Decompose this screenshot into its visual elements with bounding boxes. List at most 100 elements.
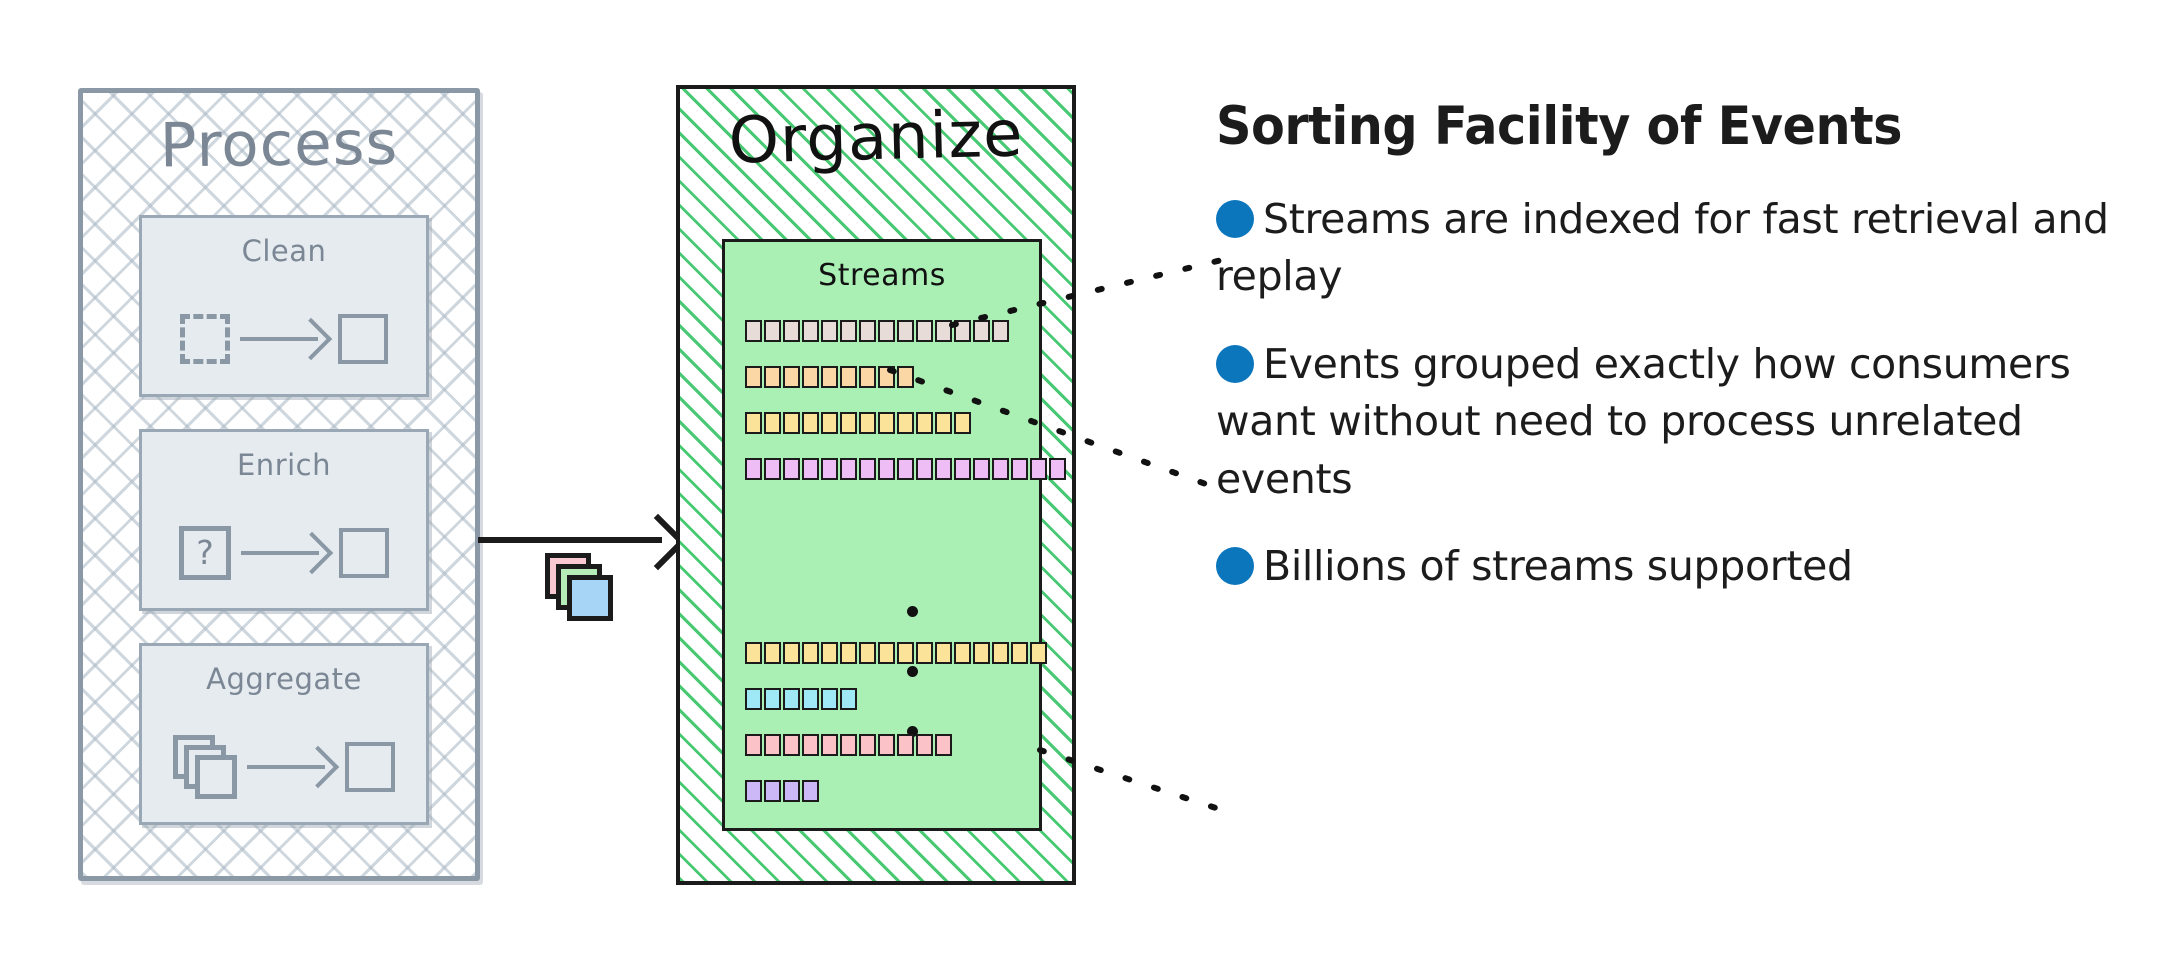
stream-segment (802, 320, 819, 342)
info-bullet-text: Streams are indexed for fast retrieval a… (1216, 195, 2109, 301)
stream-segment (1011, 642, 1028, 664)
stream-segment (916, 412, 933, 434)
stream-segment (840, 642, 857, 664)
stream-segment (992, 458, 1009, 480)
stream-segment (916, 642, 933, 664)
bullet-dot-icon (1216, 344, 1254, 383)
stream-row-1[interactable] (745, 320, 1009, 342)
stream-segment (1011, 458, 1028, 480)
arrow-right-icon (247, 750, 335, 784)
stream-segment (840, 458, 857, 480)
bullet-dot-icon (1216, 200, 1254, 238)
stream-segment (802, 458, 819, 480)
stream-segment (840, 366, 857, 388)
page-title: Sorting Facility of Events (1216, 96, 1903, 157)
stream-segment (878, 458, 895, 480)
stream-segment (878, 366, 895, 388)
stream-segment (802, 688, 819, 710)
stream-segment (897, 320, 914, 342)
process-panel-title: Process (159, 107, 399, 182)
stream-segment (764, 780, 781, 802)
stream-row-2[interactable] (745, 366, 914, 388)
process-stage-aggregate[interactable]: Aggregate (139, 643, 429, 825)
stream-row-7[interactable] (745, 734, 952, 756)
stream-segment (821, 412, 838, 434)
stream-segment (821, 320, 838, 342)
stream-segment (764, 412, 781, 434)
info-bullet-item: Events grouped exactly how consumers wan… (1216, 336, 2146, 508)
stream-segment (783, 780, 800, 802)
stream-segment (992, 320, 1009, 342)
stream-segment (954, 320, 971, 342)
stream-segment (878, 642, 895, 664)
process-stage-label: Enrich (236, 448, 331, 482)
stream-segment (821, 458, 838, 480)
stream-segment (935, 412, 952, 434)
stream-segment (897, 366, 914, 388)
stream-segment (916, 320, 933, 342)
process-stage-clean[interactable]: Clean (139, 215, 429, 397)
stream-row-3[interactable] (745, 412, 971, 434)
stream-segment (764, 734, 781, 756)
stream-segment (954, 412, 971, 434)
stream-segment (783, 642, 800, 664)
bullet-dot-icon (1216, 546, 1254, 585)
stream-segment (916, 734, 933, 756)
stream-segment (783, 366, 800, 388)
info-bullet-text: Billions of streams supported (1263, 541, 1853, 590)
stream-segment (745, 412, 762, 434)
process-panel: Process Clean Enrich ? Aggregate (78, 88, 480, 881)
info-bullet-item: Billions of streams supported (1216, 538, 2146, 595)
stream-segment (783, 458, 800, 480)
stream-segment (1030, 642, 1047, 664)
info-column: Sorting Facility of Events Streams are i… (1216, 96, 2146, 625)
stream-segment (916, 458, 933, 480)
stream-segment (859, 642, 876, 664)
payload-card (567, 575, 613, 621)
stream-segment (821, 688, 838, 710)
stream-segment (859, 412, 876, 434)
stream-segment (840, 320, 857, 342)
stream-segment (935, 734, 952, 756)
stream-row-5[interactable] (745, 642, 1047, 664)
stream-row-8[interactable] (745, 780, 819, 802)
stream-segment (802, 366, 819, 388)
stream-segment (1030, 458, 1047, 480)
stacked-squares-icon (173, 735, 237, 799)
stream-segment (764, 366, 781, 388)
stream-segment (745, 458, 762, 480)
stream-segment (802, 412, 819, 434)
stream-segment (878, 734, 895, 756)
process-stage-label: Clean (241, 234, 327, 268)
stream-segment (802, 642, 819, 664)
vertical-ellipsis-icon (907, 606, 921, 737)
stream-segment (973, 320, 990, 342)
stream-segment (821, 366, 838, 388)
stream-segment (745, 366, 762, 388)
stream-segment (745, 688, 762, 710)
stream-segment (764, 320, 781, 342)
stream-segment (745, 734, 762, 756)
organize-panel-title: Organize (727, 97, 1025, 179)
square-icon (339, 528, 389, 578)
stream-segment (783, 688, 800, 710)
stream-segment (745, 780, 762, 802)
stream-row-6[interactable] (745, 688, 857, 710)
stream-segment (935, 320, 952, 342)
stream-segment (897, 458, 914, 480)
stream-segment (878, 320, 895, 342)
process-stage-enrich[interactable]: Enrich ? (139, 429, 429, 611)
stream-segment (973, 458, 990, 480)
stream-row-4[interactable] (745, 458, 1066, 480)
stream-segment (935, 642, 952, 664)
stream-segment (821, 734, 838, 756)
stream-segment (764, 688, 781, 710)
question-square-icon: ? (179, 526, 231, 580)
stream-segment (973, 642, 990, 664)
stream-segment (935, 458, 952, 480)
process-stage-glyphs (142, 296, 426, 382)
info-bullet-item: Streams are indexed for fast retrieval a… (1216, 191, 2146, 306)
streams-label: Streams (818, 258, 946, 293)
stream-segment (859, 366, 876, 388)
stream-segment (764, 642, 781, 664)
